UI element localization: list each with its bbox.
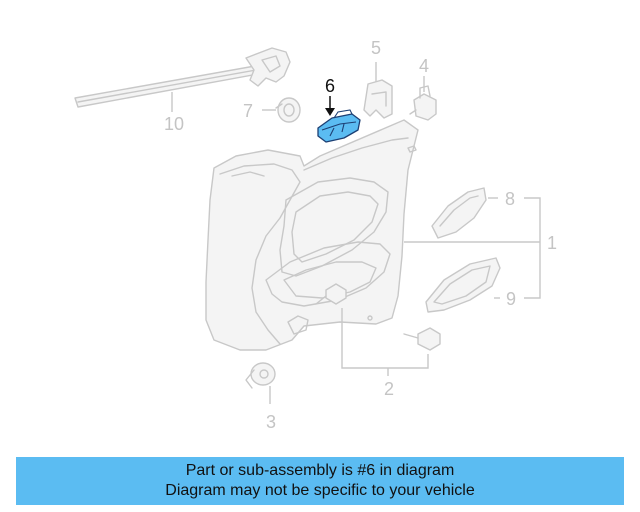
callout-1: 1: [547, 233, 557, 253]
part-1-quarter-trim-panel: [205, 119, 540, 351]
info-banner: Part or sub-assembly is #6 in diagram Di…: [16, 457, 624, 505]
callout-8: 8: [505, 189, 515, 209]
callout-7: 7: [243, 101, 253, 121]
part-4-clip: [409, 76, 437, 121]
part-5-bracket: [363, 62, 393, 119]
callout-6: 6: [325, 76, 335, 96]
callout-3: 3: [266, 412, 276, 432]
part-3-push-pin: [245, 362, 276, 404]
part-2-screws: [315, 283, 441, 376]
callout-5: 5: [371, 38, 381, 58]
leader-8-9-bracket: [524, 197, 541, 299]
part-8-lens: [431, 187, 498, 239]
part-6-body: [317, 113, 361, 143]
callout-9: 9: [506, 289, 516, 309]
part-10-molding: [74, 47, 291, 112]
part-6-clip-highlighted: [317, 96, 361, 143]
part-9-housing: [425, 257, 501, 313]
callout-4: 4: [419, 56, 429, 76]
callout-2: 2: [384, 379, 394, 399]
callout-10: 10: [164, 114, 184, 134]
banner-line-disclaimer: Diagram may not be specific to your vehi…: [165, 482, 475, 499]
part-7-grommet: [262, 97, 301, 123]
banner-line-part-number: Part or sub-assembly is #6 in diagram: [185, 462, 455, 479]
